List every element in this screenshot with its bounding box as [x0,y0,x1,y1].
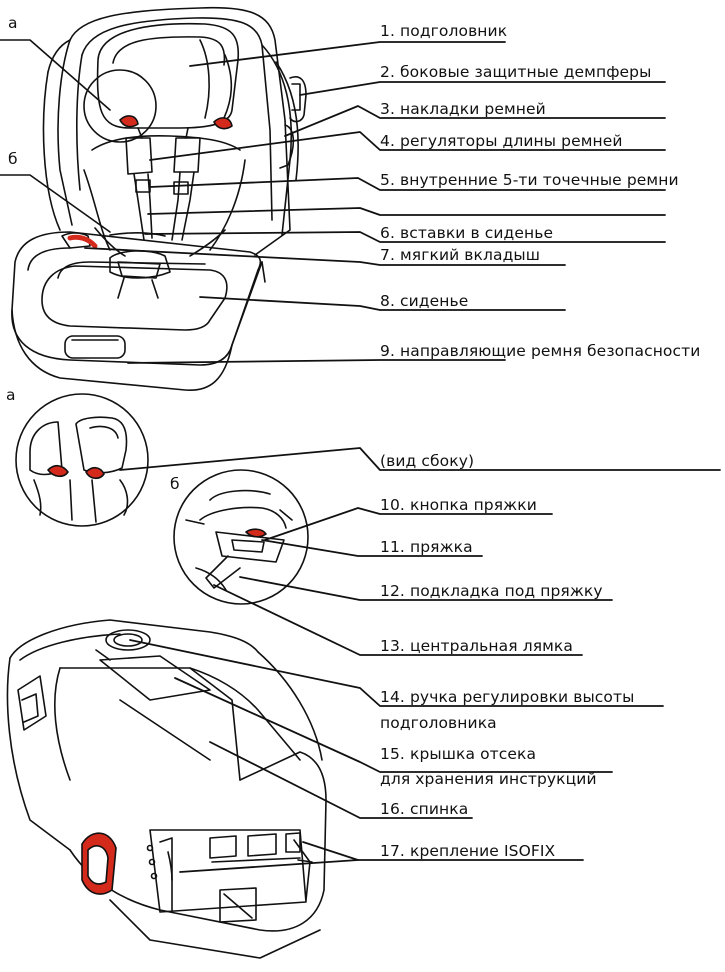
label-headrest-adjuster-2: подголовника [380,714,497,732]
seat-front-drawing [12,8,306,391]
label-belt-regulators: 4. регуляторы длины ремней [380,132,623,150]
inset-b-label: б [170,475,180,493]
label-headrest-adjuster: 14. ручка регулировки высоты [380,688,634,706]
marker-a: а [8,14,18,32]
label-headrest: 1. подголовник [380,22,507,40]
inset-markers [0,40,110,232]
label-belt-pads: 3. накладки ремней [380,100,546,118]
label-backrest: 16. спинка [380,800,468,818]
label-seat-inserts: 6. вставки в сиденье [380,224,553,242]
inset-b-drawing [174,470,308,604]
label-belt-guides: 9. направляющие ремня безопасности [380,342,700,360]
label-belt-guides-note: (вид сбоку) [380,452,474,470]
label-buckle-pad: 12. подкладка под пряжку [380,582,603,600]
label-isofix: 17. крепление ISOFIX [380,842,555,860]
inset-a-label: а [6,386,16,404]
label-manual-compartment: 15. крышка отсека [380,745,536,763]
inset-a-drawing [16,394,148,526]
label-buckle-button: 10. кнопка пряжки [380,496,537,514]
label-manual-compartment-2: для хранения инструкций [380,770,597,788]
label-soft-insert: 7. мягкий вкладыш [380,246,540,264]
label-buckle: 11. пряжка [380,538,473,556]
label-inner-harness: 5. внутренние 5-ти точечные ремни [380,171,679,189]
marker-b: б [8,150,18,168]
label-crotch-strap: 13. центральная лямка [380,637,573,655]
label-seat: 8. сиденье [380,292,468,310]
label-side-dampers: 2. боковые защитные демпферы [380,63,651,81]
